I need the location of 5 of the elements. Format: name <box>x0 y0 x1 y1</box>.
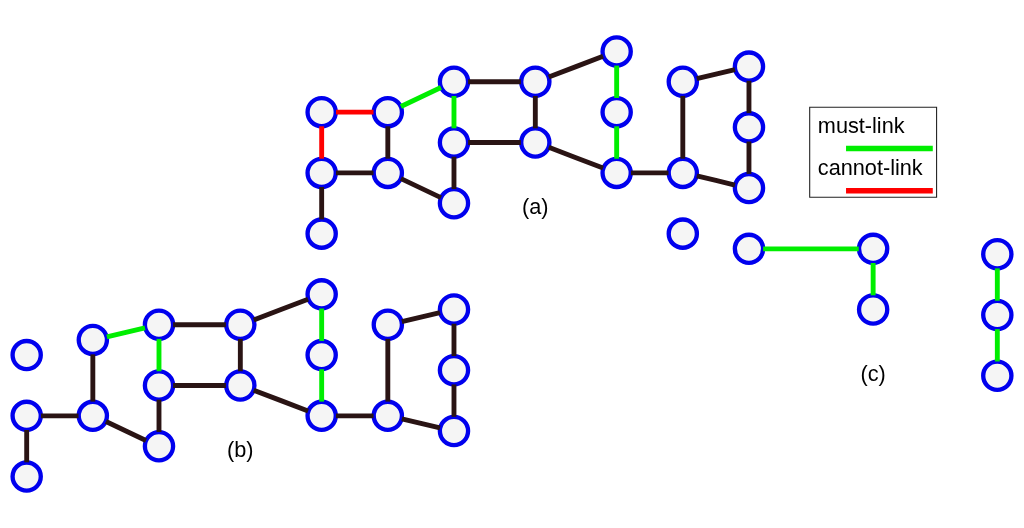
legend-label: must-link <box>817 112 905 138</box>
legend-label: cannot-link <box>817 155 923 181</box>
label: (c) <box>860 361 886 387</box>
label: (b) <box>227 437 254 463</box>
label: (a) <box>522 194 549 220</box>
